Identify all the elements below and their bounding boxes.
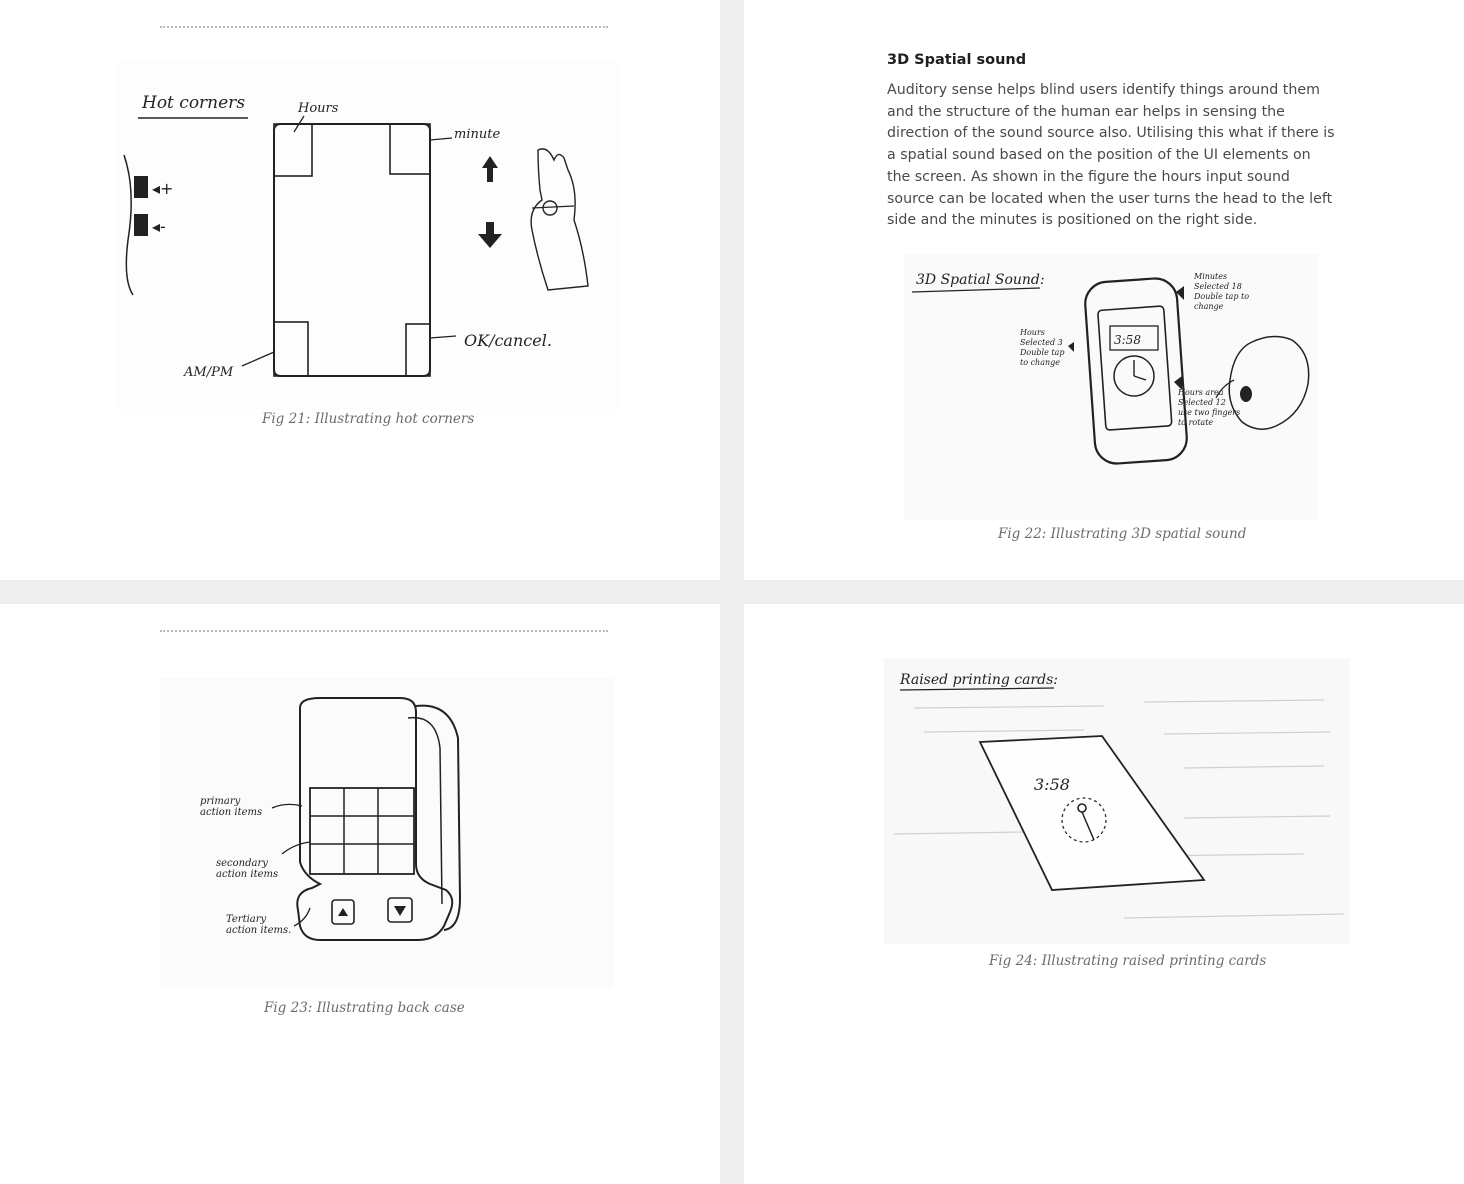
figure-caption: Fig 21: Illustrating hot corners bbox=[262, 411, 475, 427]
back-case-sketch: primary action items secondary action it… bbox=[160, 678, 614, 988]
sketch-label-primary: primary action items bbox=[200, 796, 263, 818]
document-page-back-case: primary action items secondary action it… bbox=[0, 604, 720, 1184]
figure-caption: Fig 23: Illustrating back case bbox=[264, 1000, 465, 1016]
sketch-label-time: 3:58 bbox=[1114, 333, 1141, 347]
sketch-label-time: 3:58 bbox=[1034, 775, 1070, 794]
sketch-label-ok-cancel: OK/cancel. bbox=[464, 331, 552, 350]
svg-text:◂-: ◂- bbox=[152, 217, 166, 236]
sketch-label-minute: minute bbox=[454, 127, 500, 142]
sketch-label-hot-corners: Hot corners bbox=[141, 93, 245, 113]
sketch-label-secondary: secondary action items bbox=[216, 858, 279, 880]
section-title: 3D Spatial sound bbox=[887, 52, 1027, 68]
sketch-note-minutes: Minutes Selected 18 Double tap to change bbox=[1194, 272, 1250, 311]
svg-text:◂+: ◂+ bbox=[152, 179, 173, 198]
document-page-hot-corners: Hot corners ◂+ ◂- Hours minute OK/cancel… bbox=[0, 0, 720, 580]
sketch-note-hours: Hours Selected 3 Double tap to change bbox=[1020, 328, 1065, 367]
body-paragraph: Auditory sense helps blind users identif… bbox=[887, 82, 1335, 229]
sketch-label-tertiary: Tertiary action items. bbox=[226, 914, 292, 936]
document-page-spatial-sound: 3D Spatial sound Auditory sense helps bl… bbox=[744, 0, 1464, 580]
figure-caption: Fig 24: Illustrating raised printing car… bbox=[989, 953, 1267, 969]
raised-cards-sketch: Raised printing cards: 3:58 bbox=[884, 658, 1350, 944]
spatial-sound-sketch: 3D Spatial Sound: 3:58 Hours Selected 3 … bbox=[904, 254, 1318, 520]
sketch-label-am-pm: AM/PM bbox=[183, 365, 234, 380]
sketch-label-heading: Raised printing cards: bbox=[899, 672, 1058, 688]
sketch-note-hours-area: Hours area Selected 12 use two fingers t… bbox=[1178, 388, 1241, 427]
hot-corners-sketch: Hot corners ◂+ ◂- Hours minute OK/cancel… bbox=[118, 60, 618, 410]
document-page-raised-cards: Raised printing cards: 3:58 Fig 24: Illu… bbox=[744, 604, 1464, 1184]
faded-running-header bbox=[160, 26, 608, 30]
figure-caption: Fig 22: Illustrating 3D spatial sound bbox=[998, 526, 1247, 542]
sketch-label-heading: 3D Spatial Sound: bbox=[916, 272, 1045, 288]
sketch-label-hours: Hours bbox=[297, 101, 339, 116]
faded-running-header bbox=[160, 630, 608, 634]
